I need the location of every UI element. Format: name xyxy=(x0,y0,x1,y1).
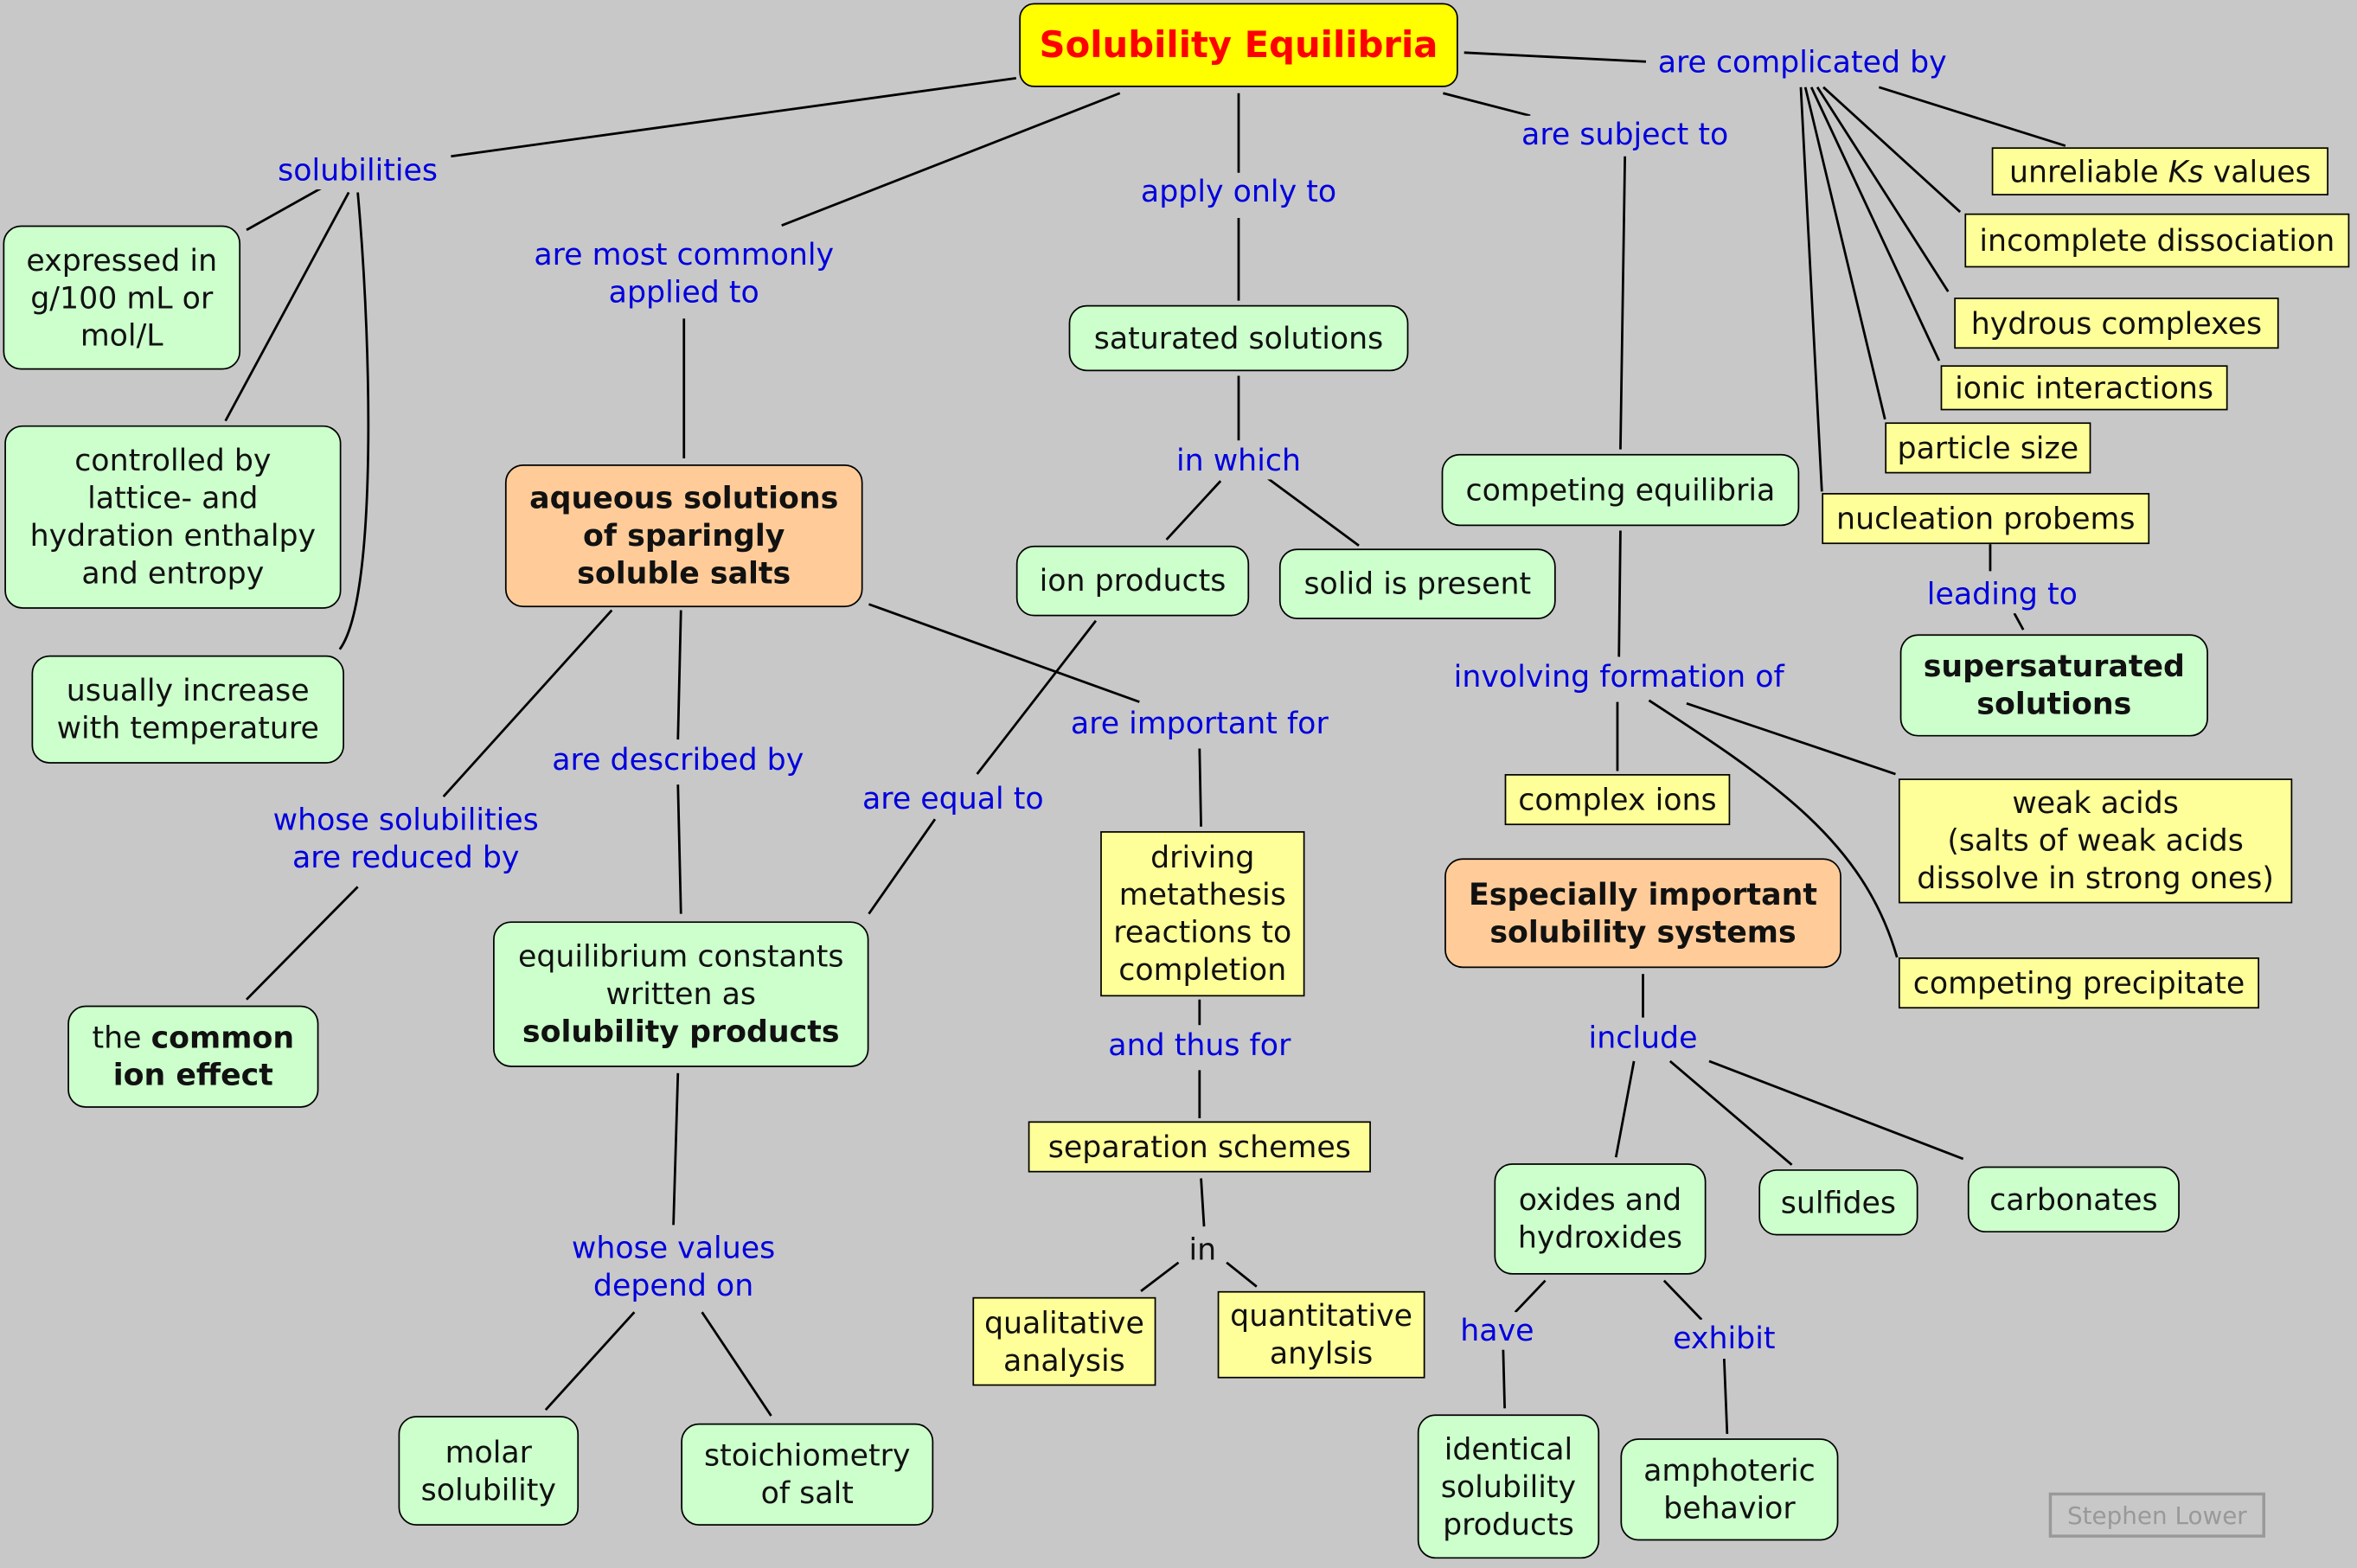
common-ion-bold: common ion effect xyxy=(112,1019,295,1093)
author-signature: Stephen Lower xyxy=(2048,1492,2265,1538)
node-complex-ions: complex ions xyxy=(1504,774,1731,826)
label-are-described-by: are described by xyxy=(548,740,807,779)
label-have: have xyxy=(1457,1312,1538,1350)
label-are-subject-to: are subject to xyxy=(1518,115,1732,154)
node-expressed-units: expressed in g/100 mL or mol/L xyxy=(3,225,241,370)
node-ion-products: ion products xyxy=(1015,545,1250,617)
label-in-which: in which xyxy=(1173,441,1304,480)
label-leading-to: leading to xyxy=(1924,575,2081,614)
label-solubilities-reduced-by: whose solubilities are reduced by xyxy=(270,801,542,877)
node-solid-present: solid is present xyxy=(1278,548,1556,620)
node-controlled-by-enthalpy: controlled by lattice- and hydration ent… xyxy=(4,425,342,609)
node-competing-equilibria: competing equilibria xyxy=(1441,453,1800,527)
node-particle-size: particle size xyxy=(1885,422,2091,474)
node-competing-precipitate: competing precipitate xyxy=(1898,957,2260,1009)
node-driving-metathesis: driving metathesis reactions to completi… xyxy=(1100,831,1305,997)
label-values-depend-on: whose values depend on xyxy=(568,1229,778,1305)
equilibrium-constants-text: equilibrium constants written as xyxy=(517,938,844,1012)
node-ionic-interactions: ionic interactions xyxy=(1940,365,2228,411)
label-exhibit: exhibit xyxy=(1669,1319,1779,1358)
node-aqueous-solutions: aqueous solutions of sparingly soluble s… xyxy=(504,464,863,608)
node-identical-solubility-products: identical solubility products xyxy=(1417,1414,1600,1559)
node-molar-solubility: molar solubility xyxy=(398,1416,580,1526)
node-nucleation-problems: nucleation probems xyxy=(1822,493,2150,545)
label-apply-only-to: apply only to xyxy=(1137,172,1340,211)
node-incomplete-dissociation: incomplete dissociation xyxy=(1964,213,2350,268)
node-usually-increase: usually increase with temperature xyxy=(31,655,344,764)
label-are-complicated-by: are complicated by xyxy=(1655,43,1950,81)
label-in: in xyxy=(1185,1231,1220,1269)
label-most-commonly-applied: are most commonly applied to xyxy=(530,235,837,311)
node-saturated-solutions: saturated solutions xyxy=(1068,304,1409,372)
node-qualitative-analysis: qualitative analysis xyxy=(972,1296,1156,1386)
title-solubility-equilibria: Solubility Equilibria xyxy=(1019,3,1458,87)
label-and-thus-for: and thus for xyxy=(1105,1026,1294,1065)
unreliable-suffix: values xyxy=(2203,152,2311,189)
label-include: include xyxy=(1585,1019,1700,1057)
node-carbonates: carbonates xyxy=(1967,1166,2180,1233)
node-especially-important: Especially important solubility systems xyxy=(1444,858,1841,969)
solubility-products-text: solubility products xyxy=(522,1013,840,1050)
label-are-equal-to: are equal to xyxy=(859,779,1047,818)
node-stoichiometry: stoichiometry of salt xyxy=(681,1423,934,1526)
common-ion-prefix: the xyxy=(92,1019,151,1055)
node-quantitative-analysis: quantitative anylsis xyxy=(1217,1290,1425,1379)
label-solubilities: solubilities xyxy=(274,151,441,189)
node-supersaturated-solutions: supersaturated solutions xyxy=(1899,634,2208,737)
label-are-important-for: are important for xyxy=(1067,705,1332,743)
node-oxides-hydroxides: oxides and hydroxides xyxy=(1494,1163,1707,1275)
node-equilibrium-constants: equilibrium constants written as solubil… xyxy=(493,921,869,1067)
node-sulfides: sulfides xyxy=(1758,1169,1918,1236)
node-amphoteric-behavior: amphoteric behavior xyxy=(1620,1438,1839,1541)
node-common-ion-effect: the common ion effect xyxy=(67,1005,319,1108)
node-weak-acids: weak acids (salts of weak acids dissolve… xyxy=(1898,778,2293,904)
ks-symbol: Ks xyxy=(2168,152,2204,189)
node-unreliable-ks: unreliable Ks values xyxy=(1991,147,2328,195)
node-hydrous-complexes: hydrous complexes xyxy=(1954,298,2279,349)
node-separation-schemes: separation schemes xyxy=(1028,1121,1371,1173)
label-involving-formation-of: involving formation of xyxy=(1451,658,1788,696)
unreliable-prefix: unreliable xyxy=(2008,152,2168,189)
